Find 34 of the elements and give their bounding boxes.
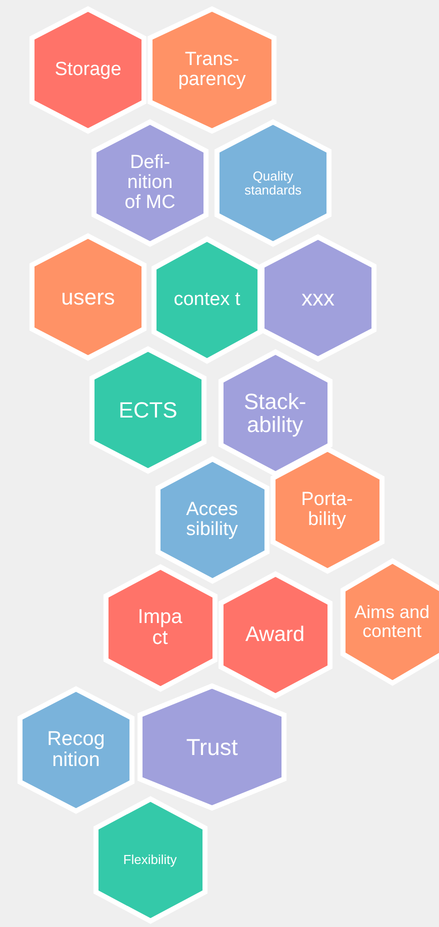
tile-label: contex t [172,290,242,310]
tile-label: Flexibility [122,853,178,867]
tile-label: users [60,285,116,309]
tile-label: xxx [300,286,336,310]
hexagon-tile [92,796,208,924]
tile-label: Storage [54,60,122,80]
hexagon-tile [154,456,270,584]
tile-label: Award [244,624,306,646]
tile-label: Trans- parency [177,50,247,90]
tile-label: Stack- ability [242,390,308,436]
tile-label: Acces sibility [185,500,239,540]
tile-label: Recog nition [46,729,106,771]
tile-label: Aims and content [353,603,431,641]
hexagon-tile [91,119,209,247]
hexagon-tile [102,564,218,692]
hexagon-tile [29,6,147,134]
hexagon-tile [214,119,332,247]
hexagon-tile [17,686,135,814]
hexagon-tile [270,446,384,574]
hexagon-tile [137,683,287,811]
tile-label: Quality standards [243,169,303,197]
hexagon-tile [259,234,377,362]
hexagon-tile [218,349,332,477]
hexagon-tile [89,346,207,474]
hexagon-tile [340,558,439,686]
tile-label: Defi- nition of MC [124,153,176,213]
hexagon-tile [147,6,277,134]
tile-label: Impa ct [136,607,184,649]
hexagon-tile [151,236,263,364]
hexagon-tile [29,233,147,361]
tile-label: Trust [185,734,239,760]
tile-label: Porta- bility [300,490,354,530]
hexagon-tile [218,571,332,699]
tile-label: ECTS [118,398,178,422]
